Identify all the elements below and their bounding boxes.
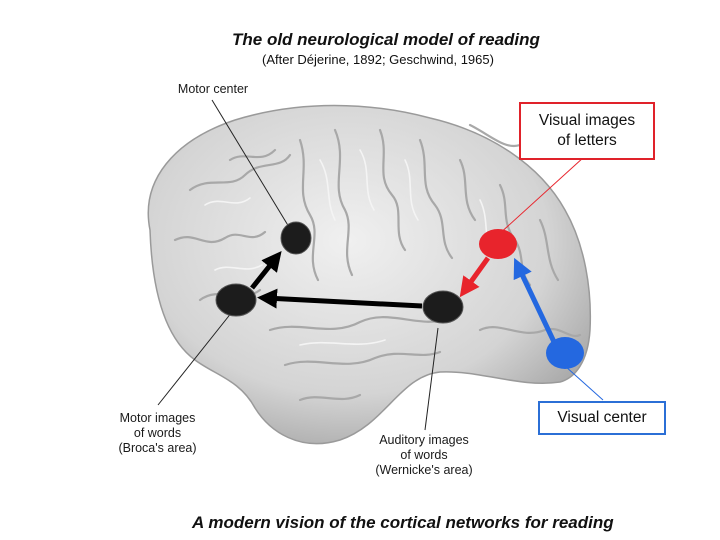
footer-caption: A modern vision of the cortical networks…: [192, 513, 614, 532]
arrow-visual-images-to-auditory: [459, 256, 491, 298]
brain-silhouette: [147, 104, 592, 445]
arrow-visual-center-to-visual-images: [513, 257, 558, 346]
brain-folds: [173, 123, 582, 402]
auditory-line3: (Wernicke's area): [375, 463, 473, 477]
diagram-title: The old neurological model of reading: [232, 30, 540, 49]
visual-center-label: Visual center: [557, 409, 647, 426]
visual-images-line2: of letters: [557, 132, 617, 149]
broca-node: [215, 283, 257, 317]
auditory-line2: of words: [400, 448, 448, 462]
leader-visual-center: [564, 365, 604, 401]
leader-visual-images: [496, 156, 585, 237]
motor-images-line2: of words: [133, 426, 182, 440]
motor-images-label: Motor images of words (Broca's area): [100, 411, 215, 456]
leader-auditory: [424, 327, 439, 431]
leader-motor-images: [157, 311, 233, 406]
motor-center-label: Motor center: [177, 82, 249, 96]
arrow-broca-to-motor-center: [250, 250, 282, 290]
visual-center-box: Visual center: [538, 401, 666, 435]
wernicke-node: [422, 290, 464, 324]
diagram-subtitle: (After Déjerine, 1892; Geschwind, 1965): [262, 52, 494, 67]
auditory-line1: Auditory images: [379, 433, 469, 447]
arrow-wernicke-to-broca: [257, 288, 423, 309]
motor-images-line1: Motor images: [119, 411, 196, 425]
motor-center-node: [280, 221, 312, 255]
visual-center-node: [546, 337, 584, 369]
visual-images-box: Visual images of letters: [519, 102, 655, 160]
auditory-images-label: Auditory images of words (Wernicke's are…: [360, 433, 488, 478]
visual-images-node: [479, 229, 517, 259]
leader-lines: [157, 99, 439, 431]
visual-images-line1: Visual images: [538, 112, 636, 129]
leader-motor-center: [211, 99, 293, 233]
brain-folds-light: [204, 149, 495, 346]
motor-images-line3: (Broca's area): [118, 441, 197, 455]
